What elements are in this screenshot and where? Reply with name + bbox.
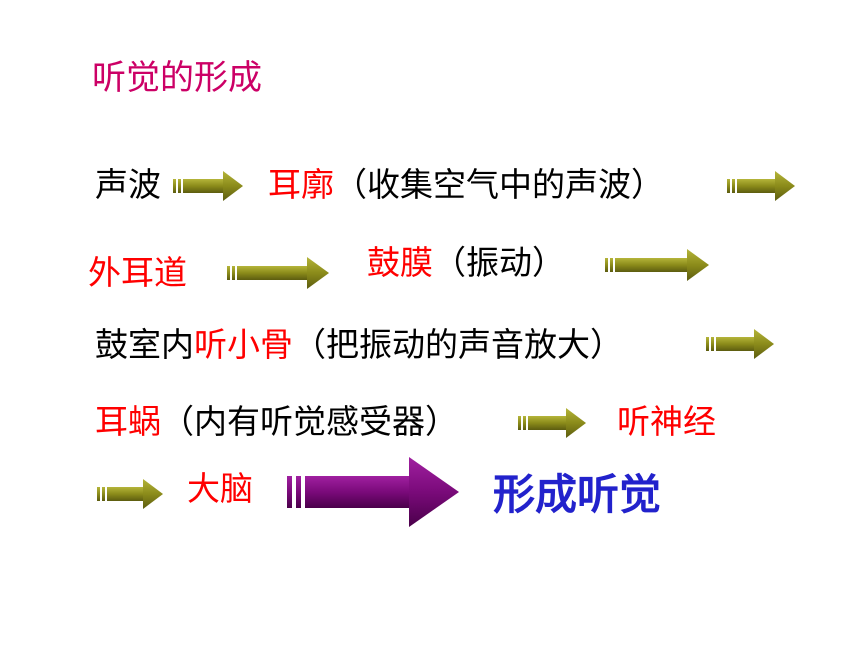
- step-ear-canal: 外耳道: [88, 253, 187, 292]
- step-ossicles-note: （把振动的声音放大）: [293, 325, 623, 364]
- step-auditory-nerve: 听神经: [617, 402, 716, 441]
- step-auricle-line: 耳廓（收集空气中的声波）: [268, 168, 664, 201]
- arrow-icon: [518, 408, 586, 438]
- page-title: 听觉的形成: [92, 58, 262, 98]
- step-eardrum-line: 鼓膜（振动）: [367, 246, 565, 279]
- step-sound-wave: 声波: [95, 165, 161, 204]
- step-cochlea-note: （内有听觉感受器）: [161, 402, 458, 441]
- arrow-icon: [605, 249, 709, 281]
- step-ossicles-line: 鼓室内听小骨（把振动的声音放大）: [95, 328, 623, 361]
- step-eardrum-note: （振动）: [433, 243, 565, 282]
- step-auricle: 耳廓: [268, 165, 334, 204]
- step-cochlea: 耳蜗: [95, 402, 161, 441]
- step-eardrum: 鼓膜: [367, 243, 433, 282]
- step-cochlea-line: 耳蜗（内有听觉感受器）: [95, 405, 458, 438]
- big-arrow-icon: [287, 457, 459, 527]
- result-hearing: 形成听觉: [493, 470, 662, 519]
- arrow-icon: [97, 479, 163, 509]
- arrow-icon: [227, 257, 329, 289]
- step-tympanic-prefix: 鼓室内: [95, 325, 194, 364]
- arrow-icon: [727, 171, 795, 201]
- arrow-icon: [173, 171, 243, 201]
- step-auricle-note: （收集空气中的声波）: [334, 165, 664, 204]
- step-ossicles: 听小骨: [194, 325, 293, 364]
- step-brain: 大脑: [187, 469, 253, 508]
- arrow-icon: [706, 329, 774, 359]
